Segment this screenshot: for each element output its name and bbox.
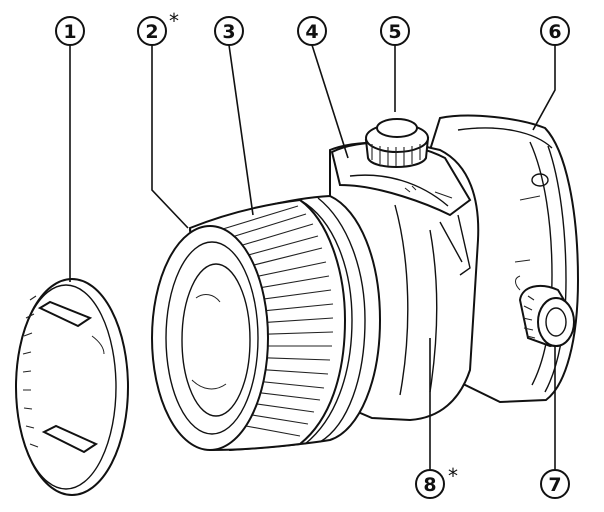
leader-line-4 (311, 44, 349, 159)
callout-8-asterisk: * (448, 464, 458, 488)
callout-1-number: 1 (63, 21, 76, 43)
leader-line-2 (151, 45, 189, 229)
callout-2-asterisk: * (169, 9, 179, 33)
callout-2: 2 * (137, 9, 179, 46)
leader-line-6 (532, 45, 556, 131)
callout-3-number: 3 (222, 21, 235, 43)
callout-1: 1 (55, 16, 85, 46)
shift-lock-knob (515, 275, 575, 348)
callout-5: 5 (380, 16, 410, 46)
callout-4: 4 (297, 16, 327, 46)
front-lens-element (151, 225, 269, 451)
callout-8-number: 8 (423, 474, 436, 496)
callout-7: 7 (540, 469, 570, 499)
callout-4-number: 4 (305, 21, 318, 43)
callout-6: 6 (540, 16, 570, 46)
callout-5-number: 5 (388, 21, 401, 43)
callout-7-number: 7 (548, 474, 561, 496)
leader-line-3 (228, 44, 254, 216)
tilt-lock-knob (364, 118, 430, 168)
callout-3: 3 (214, 16, 244, 46)
leader-lines (69, 44, 556, 470)
callout-8: 8 * (415, 464, 458, 499)
callout-6-number: 6 (548, 21, 561, 43)
lens-cap (15, 278, 129, 496)
callout-2-number: 2 (145, 21, 158, 43)
